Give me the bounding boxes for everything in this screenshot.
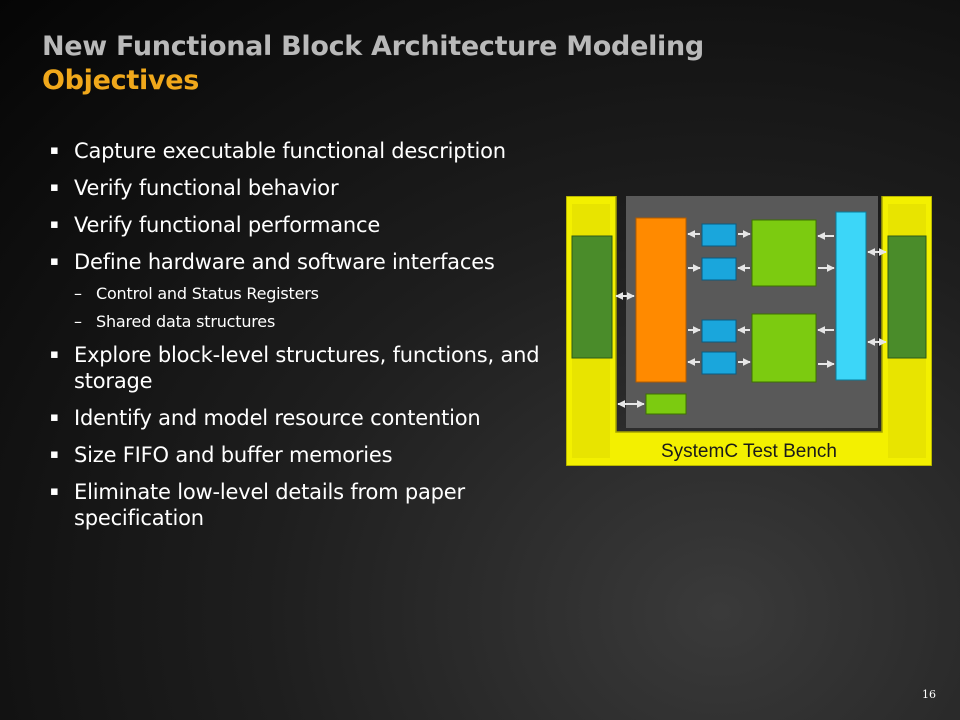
bullet-item: ▪ Capture executable functional descripti… — [50, 138, 570, 164]
function-block — [751, 219, 817, 287]
connection-arrows — [615, 230, 887, 408]
systemc-testbench-diagram: SystemC Test Bench — [566, 196, 932, 466]
bus-block — [835, 211, 867, 381]
bullet-text: Identify and model resource contention — [74, 406, 481, 430]
title-line-2: Objectives — [42, 65, 199, 96]
bullet-text: Control and Status Registers — [96, 284, 319, 303]
bullet-item: ▪ Verify functional behavior — [50, 175, 570, 201]
bullet-text: Verify functional behavior — [74, 176, 339, 200]
dash-marker: – — [74, 284, 82, 303]
sub-bullet-item: –Shared data structures — [50, 312, 570, 332]
processing-block — [635, 217, 687, 383]
bullet-list: ▪ Capture executable functional descripti… — [50, 138, 570, 542]
bullet-text: Explore block-level structures, function… — [74, 343, 540, 393]
fifo-block — [701, 223, 737, 247]
bullet-text: Size FIFO and buffer memories — [74, 443, 393, 467]
fifo-block — [701, 351, 737, 375]
bullet-item: ▪ Size FIFO and buffer memories — [50, 442, 570, 468]
bullet-marker: ▪ — [50, 217, 59, 232]
bullet-text: Capture executable functional descriptio… — [74, 139, 506, 163]
slide-title: New Functional Block Architecture Modeli… — [42, 30, 704, 98]
bullet-text: Define hardware and software interfaces — [74, 250, 495, 274]
sub-bullet-item: –Control and Status Registers — [50, 284, 570, 304]
right-side-block — [887, 235, 927, 359]
bullet-item: ▪ Verify functional performance — [50, 212, 570, 238]
bullet-marker: ▪ — [50, 143, 59, 158]
testbench-label: SystemC Test Bench — [661, 441, 837, 462]
bullet-item: ▪ Explore block-level structures, functio… — [50, 342, 570, 394]
bullet-marker: ▪ — [50, 254, 59, 269]
fifo-block — [701, 319, 737, 343]
title-line-1: New Functional Block Architecture Modeli… — [42, 31, 704, 62]
bullet-text: Eliminate low-level details from paper s… — [74, 480, 465, 530]
bullet-text: Shared data structures — [96, 312, 276, 331]
fifo-block — [701, 257, 737, 281]
bullet-text: Verify functional performance — [74, 213, 381, 237]
function-block — [751, 313, 817, 383]
bullet-item: ▪ Eliminate low-level details from paper … — [50, 479, 570, 531]
bullet-item: ▪ Identify and model resource contention — [50, 405, 570, 431]
bullet-marker: ▪ — [50, 447, 59, 462]
bullet-marker: ▪ — [50, 180, 59, 195]
bullet-item: ▪ Define hardware and software interfaces — [50, 249, 570, 275]
bullet-marker: ▪ — [50, 410, 59, 425]
bullet-marker: ▪ — [50, 347, 59, 362]
small-function-block — [645, 393, 687, 415]
page-number: 16 — [922, 688, 936, 701]
bullet-marker: ▪ — [50, 484, 59, 499]
left-side-block — [571, 235, 613, 359]
dash-marker: – — [74, 312, 82, 331]
